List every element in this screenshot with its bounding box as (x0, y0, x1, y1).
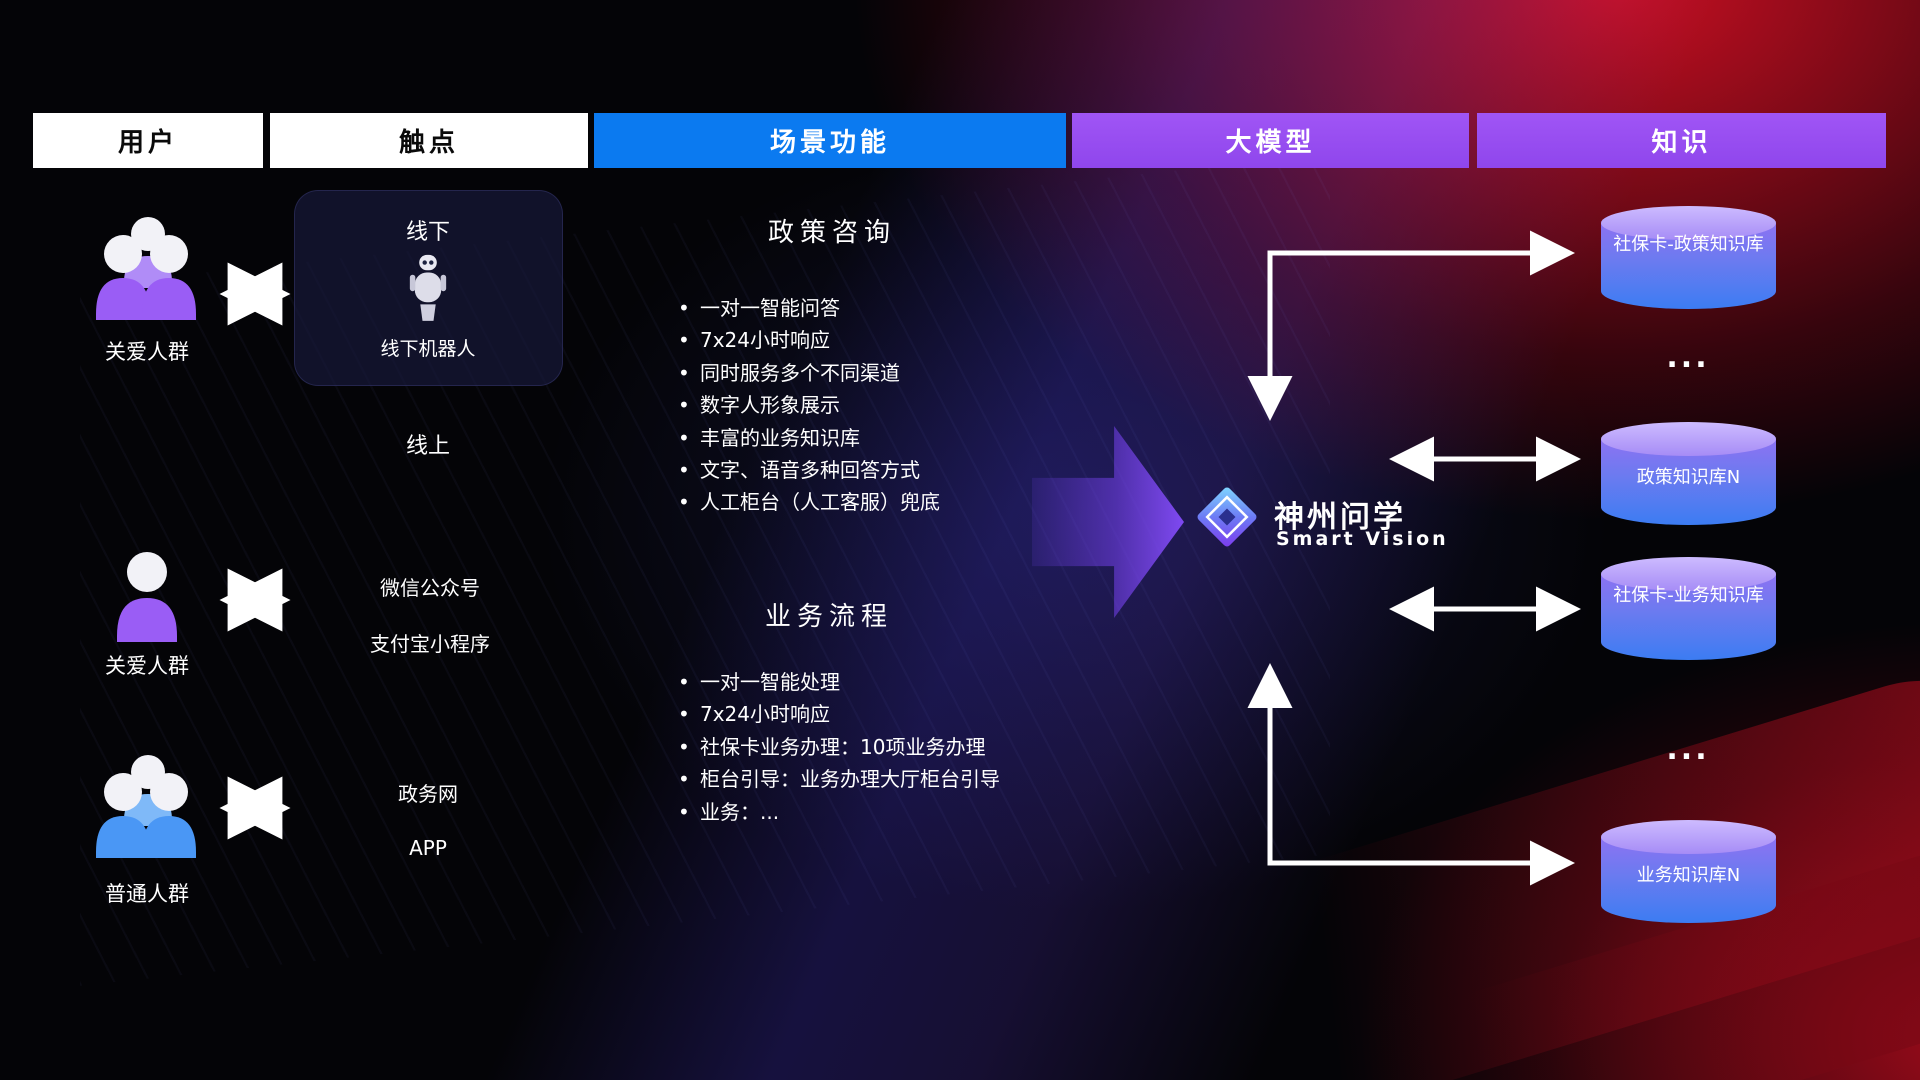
feature-text: 人工柜台（人工客服）兜底 (700, 490, 940, 515)
header-model: 大模型 (1072, 113, 1469, 168)
knowledge-db-label: 政策知识库N (1636, 467, 1741, 488)
feature-item: • 丰富的业务知识库 (678, 422, 1148, 454)
channel-gov: 政务网 (398, 782, 458, 806)
smart-vision-logo-icon (1192, 482, 1262, 556)
offline-title: 线下 (405, 220, 451, 245)
header-touchpoint: 触点 (270, 113, 588, 168)
user-label-general: 普通人群 (105, 882, 189, 906)
feature-item: • 业务：... (678, 796, 1148, 828)
feature-item: • 人工柜台（人工客服）兜底 (678, 486, 1148, 518)
header-knowledge: 知识 (1477, 113, 1886, 168)
feature-item: • 柜台引导：业务办理大厅柜台引导 (678, 763, 1148, 795)
feature-text: 一对一智能处理 (700, 670, 840, 694)
knowledge-db-policy-n: 政策知识库N (1601, 422, 1776, 525)
feature-text: 同时服务多个不同渠道 (700, 360, 900, 385)
feature-item: • 7x24小时响应 (678, 324, 1148, 356)
bullet-glyph: • (678, 702, 690, 727)
feature-item: • 7x24小时响应 (678, 698, 1148, 730)
offline-robot-label: 线下机器人 (380, 338, 476, 360)
feature-item: • 同时服务多个不同渠道 (678, 357, 1148, 389)
feature-text: 社保卡业务办理：10项业务办理 (700, 734, 986, 759)
feature-text: 柜台引导：业务办理大厅柜台引导 (700, 767, 1000, 792)
feature-item: • 一对一智能问答 (678, 292, 1148, 324)
online-title: 线上 (405, 434, 451, 459)
channel-app: APP (409, 836, 447, 860)
channel-alipay: 支付宝小程序 (370, 632, 490, 656)
ellipsis-2: ... (1666, 732, 1710, 767)
bullet-glyph: • (678, 490, 690, 515)
channel-wechat: 微信公众号 (380, 576, 480, 600)
bullet-glyph: • (678, 767, 690, 792)
bullet-glyph: • (678, 393, 690, 418)
robot-icon (406, 252, 450, 330)
model-name: 神州问学 (1274, 500, 1406, 535)
bullet-glyph: • (678, 296, 690, 320)
feature-item: • 数字人形象展示 (678, 389, 1148, 421)
feature-text: 丰富的业务知识库 (700, 425, 860, 450)
knowledge-db-business-n: 业务知识库N (1601, 820, 1776, 923)
bullet-glyph: • (678, 670, 690, 694)
bullet-glyph: • (678, 458, 690, 483)
feature-text: 文字、语音多种回答方式 (700, 458, 920, 483)
header-user: 用户 (33, 113, 263, 168)
group-people-icon-blue (85, 748, 210, 872)
knowledge-db-label: 社保卡-业务知识库 (1613, 585, 1764, 606)
cylinder-top (1601, 557, 1776, 591)
bullet-glyph: • (678, 799, 690, 824)
arrow-model-db1-elbow (1247, 230, 1576, 422)
single-person-icon-purple (105, 548, 190, 652)
cylinder-top (1601, 206, 1776, 240)
knowledge-db-policy-sscard: 社保卡-政策知识库 (1601, 206, 1776, 309)
knowledge-db-business-sscard: 社保卡-业务知识库 (1601, 557, 1776, 660)
bullet-glyph: • (678, 425, 690, 450)
scene-business-title: 业务流程 (764, 602, 894, 632)
scene-policy-list: •一对一智能问答 •7x24小时响应 •同时服务多个不同渠道 •数字人形象展示 … (678, 292, 1148, 519)
user-label-care-1: 关爱人群 (105, 340, 189, 364)
header-scene: 场景功能 (594, 113, 1066, 168)
group-people-icon-purple (85, 210, 210, 334)
bullet-glyph: • (678, 734, 690, 759)
cylinder-top (1601, 422, 1776, 456)
knowledge-db-label: 业务知识库N (1636, 865, 1741, 886)
feature-item: • 一对一智能处理 (678, 666, 1148, 698)
feature-text: 7x24小时响应 (700, 328, 831, 353)
feature-text: 一对一智能问答 (700, 296, 840, 320)
knowledge-db-label: 社保卡-政策知识库 (1613, 234, 1764, 255)
feature-text: 7x24小时响应 (700, 702, 831, 727)
user-label-care-2: 关爱人群 (105, 654, 189, 678)
feature-text: 数字人形象展示 (700, 393, 840, 418)
feature-text: 业务：... (700, 799, 780, 824)
feature-item: • 社保卡业务办理：10项业务办理 (678, 731, 1148, 763)
cylinder-top (1601, 820, 1776, 854)
model-subtitle: Smart Vision (1276, 528, 1449, 550)
bullet-glyph: • (678, 360, 690, 385)
scene-policy-title: 政策咨询 (767, 218, 897, 248)
ellipsis-1: ... (1666, 340, 1710, 375)
feature-item: • 文字、语音多种回答方式 (678, 454, 1148, 486)
bullet-glyph: • (678, 328, 690, 353)
scene-business-list: • 一对一智能处理 • 7x24小时响应 • 社保卡业务办理：10项业务办理 • 柜台引… (678, 666, 1148, 828)
